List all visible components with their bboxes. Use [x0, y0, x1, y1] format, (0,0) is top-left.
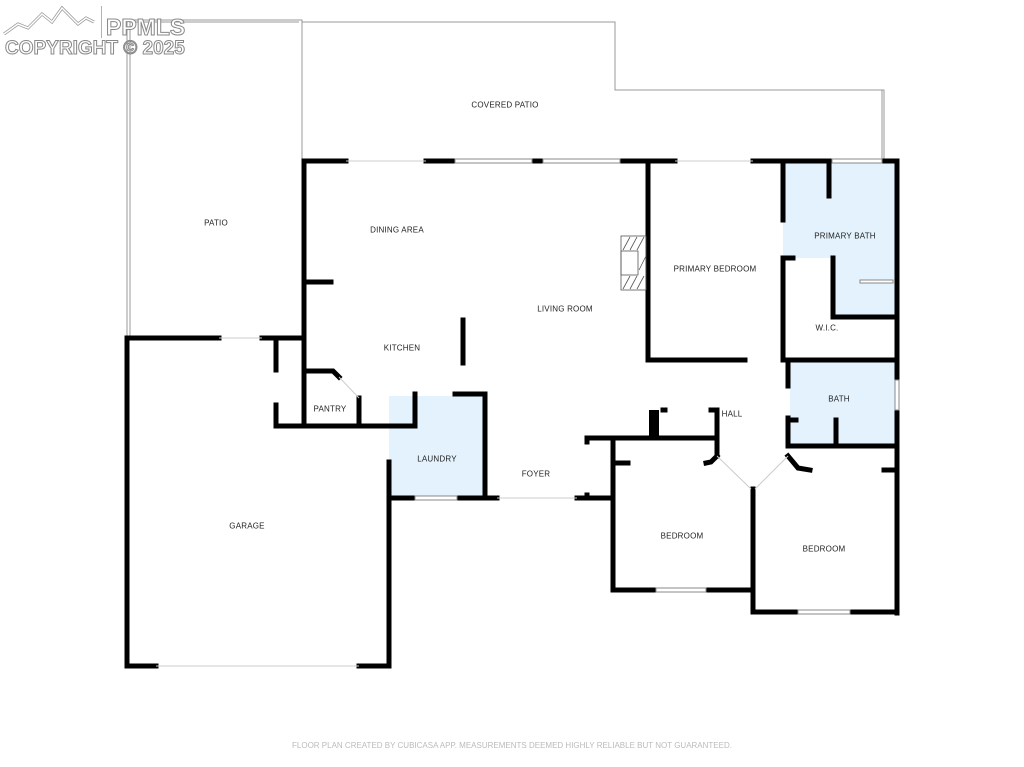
room-label-covered-patio: COVERED PATIO	[471, 100, 539, 110]
watermark-copyright: COPYRIGHT © 2025	[5, 38, 186, 60]
room-label-dining-area: DINING AREA	[370, 225, 424, 235]
walls	[124, 158, 900, 669]
room-label-patio: PATIO	[204, 218, 228, 228]
wet-room-fills	[389, 163, 895, 498]
patio-outlines	[126, 19, 885, 336]
room-label-pantry: PANTRY	[313, 404, 347, 414]
windows	[414, 158, 900, 615]
room-label-kitchen: KITCHEN	[383, 343, 421, 353]
watermark-brand: PPMLS	[105, 14, 186, 41]
room-label-living-room: LIVING ROOM	[537, 304, 593, 314]
room-label-hall: HALL	[721, 409, 743, 419]
room-label-bath: BATH	[828, 394, 850, 404]
fireplace-icon	[620, 235, 647, 291]
room-label-primary-bedroom: PRIMARY BEDROOM	[673, 264, 757, 274]
room-label-bedroom-1: BEDROOM	[660, 531, 704, 541]
room-label-bedroom-2: BEDROOM	[802, 544, 846, 554]
room-label-laundry: LAUNDRY	[417, 454, 457, 464]
door-lines	[156, 160, 789, 667]
mountain-logo-icon	[3, 5, 102, 38]
room-label-foyer: FOYER	[521, 469, 551, 479]
room-label-primary-bath: PRIMARY BATH	[814, 231, 876, 241]
room-label-garage: GARAGE	[229, 521, 265, 531]
disclaimer-footer: FLOOR PLAN CREATED BY CUBICASA APP. MEAS…	[292, 741, 732, 750]
room-label-wic: W.I.C.	[815, 323, 839, 333]
